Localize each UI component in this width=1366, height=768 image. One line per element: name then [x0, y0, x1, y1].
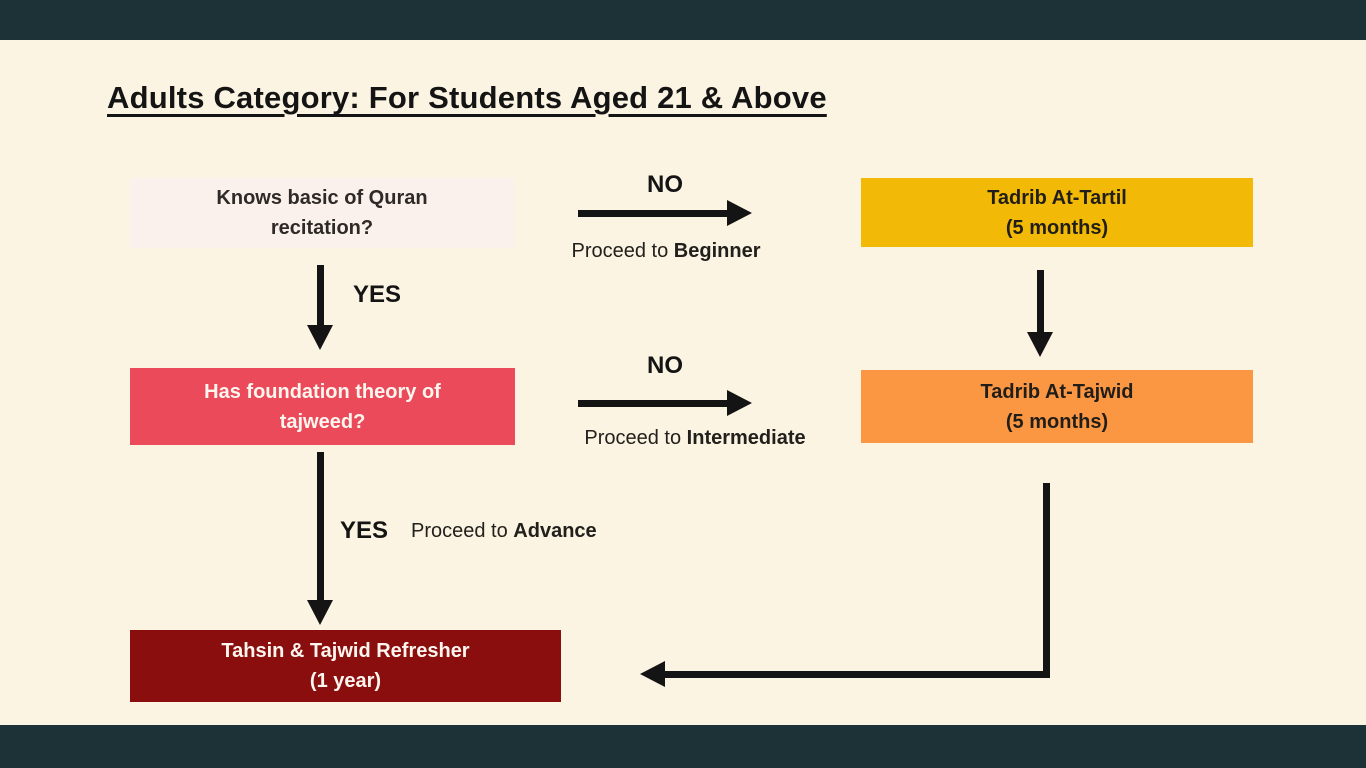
no-label-1: NO [647, 171, 683, 198]
top-bar [0, 0, 1366, 40]
yes-label-1: YES [353, 281, 402, 308]
node-text-line: tajweed? [279, 410, 366, 433]
node-text-line: recitation? [270, 217, 374, 239]
proceed-to-advance-note: Proceed to Advance [411, 520, 597, 543]
node-text-line: Has foundation theory of [204, 380, 441, 403]
note-prefix: Proceed to [411, 520, 514, 542]
course-flow-arrow-line [1037, 270, 1044, 332]
course-name: Tadrib At-Tajwid [980, 380, 1134, 403]
note-prefix: Proceed to [571, 240, 674, 262]
no-arrow-2-arrowhead-icon [727, 390, 752, 416]
course-flow-arrowhead-icon [1027, 332, 1053, 357]
course-name: Tadrib At-Tartil [987, 186, 1127, 209]
course-duration: (5 months) [1005, 410, 1109, 433]
node-question-basic-recitation: Knows basic of Quran recitation? [130, 178, 514, 248]
no-arrow-1-line [578, 210, 728, 217]
node-course-tadrib-at-tajwid: Tadrib At-Tajwid (5 months) [861, 370, 1253, 443]
no-label-2: NO [647, 352, 683, 379]
yes-arrow-1-arrowhead-icon [307, 325, 333, 350]
no-arrow-2-line [578, 400, 728, 407]
node-text-line: Knows basic of Quran [216, 187, 428, 209]
yes-arrow-2-line [317, 452, 324, 600]
yes-arrow-1-line [317, 265, 324, 325]
node-course-tadrib-at-tartil: Tadrib At-Tartil (5 months) [861, 178, 1253, 247]
bottom-bar [0, 725, 1366, 768]
node-course-tahsin-tajwid-refresher: Tahsin & Tajwid Refresher (1 year) [130, 630, 561, 702]
return-arrow-vertical-line [1043, 483, 1050, 675]
note-level: Intermediate [686, 427, 806, 449]
note-prefix: Proceed to [584, 427, 687, 449]
page-title: Adults Category: For Students Aged 21 & … [107, 80, 827, 115]
node-question-tajweed-theory: Has foundation theory of tajweed? [130, 368, 515, 445]
proceed-to-beginner-note: Proceed to Beginner [572, 240, 761, 263]
yes-label-2: YES [340, 517, 389, 544]
note-level: Advance [513, 520, 597, 542]
return-arrowhead-icon [640, 661, 665, 687]
course-duration: (5 months) [1005, 216, 1109, 239]
proceed-to-intermediate-note: Proceed to Intermediate [584, 427, 805, 450]
yes-arrow-2-arrowhead-icon [307, 600, 333, 625]
course-duration: (1 year) [309, 670, 382, 692]
return-arrow-horizontal-line [664, 671, 1050, 678]
note-level: Beginner [673, 240, 761, 262]
no-arrow-1-arrowhead-icon [727, 200, 752, 226]
course-name: Tahsin & Tajwid Refresher [221, 640, 470, 662]
